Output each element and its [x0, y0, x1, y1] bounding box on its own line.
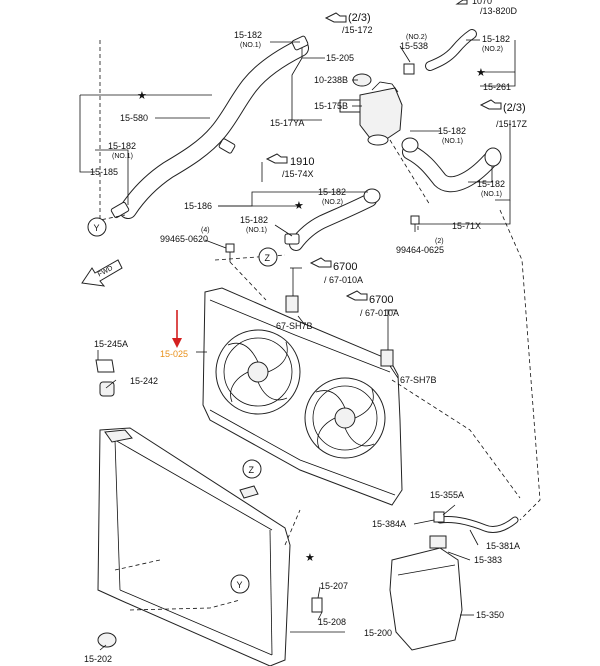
radiator	[97, 427, 291, 666]
lower-middle-hose	[284, 188, 381, 251]
label-15-202: 15-202	[84, 654, 112, 664]
mount-bushing-upper	[99, 381, 115, 397]
upper-radiator-hose	[119, 39, 309, 219]
label-15-207: 15-207	[320, 581, 348, 591]
label-ref-13-820d: /13-820D	[480, 6, 518, 16]
label-ref-2-3: (2/3)	[503, 102, 526, 114]
label-10-238b: 10-238B	[314, 75, 348, 85]
label-ref-6700: 6700	[369, 294, 393, 306]
label-15-182: 15-182	[482, 34, 510, 44]
leader-lines	[79, 39, 516, 651]
reference-pointer-icon	[265, 153, 288, 164]
label-67-sh7b: 67-SH7B	[276, 321, 313, 331]
label-15-185: 15-185	[90, 167, 118, 177]
label-15-175b: 15-175B	[314, 101, 348, 111]
reference-pointer-icon	[455, 0, 468, 5]
location-marker-z: Z	[242, 459, 262, 479]
label-no2: (NO.2)	[406, 34, 427, 41]
location-marker-y: Y	[87, 217, 107, 237]
bracket-15-245a	[95, 359, 115, 373]
location-marker-y: Y	[230, 574, 250, 594]
label-15-186: 15-186	[184, 201, 212, 211]
bolt-99464	[410, 215, 420, 232]
part-labels: 15-182 (NO.1) (2/3) /15-172 15-205 (NO.2…	[84, 0, 528, 664]
label-15-350: 15-350	[476, 610, 504, 620]
label-67-sh7b: 67-SH7B	[400, 375, 437, 385]
coolant-reservoir	[389, 535, 463, 651]
label-15-381a: 15-381A	[486, 541, 520, 551]
label-qty2: (2)	[435, 238, 444, 245]
svg-text:★: ★	[137, 90, 147, 102]
label-15-71x: 15-71X	[452, 221, 481, 231]
reference-pointer-icon	[324, 12, 347, 23]
label-15-182: 15-182	[240, 215, 268, 225]
label-no2: (NO.2)	[482, 46, 503, 53]
label-ref-6700: 6700	[333, 261, 357, 273]
label-99464-0625: 99464-0625	[396, 245, 444, 255]
svg-text:★: ★	[294, 200, 304, 212]
svg-text:★: ★	[476, 67, 486, 79]
label-15-182: 15-182	[318, 187, 346, 197]
mount-bushing-lower	[97, 632, 117, 648]
label-15-384a: 15-384A	[372, 519, 406, 529]
label-15-182: 15-182	[108, 141, 136, 151]
label-15-383: 15-383	[474, 555, 502, 565]
label-no1: (NO.1)	[481, 191, 502, 198]
label-no2: (NO.2)	[322, 199, 343, 206]
reference-pointer-icon	[479, 99, 502, 110]
svg-text:★: ★	[305, 552, 315, 564]
label-15-242: 15-242	[130, 376, 158, 386]
label-no1: (NO.1)	[112, 153, 133, 160]
label-no1: (NO.1)	[240, 42, 261, 49]
reference-pointer-icon	[345, 290, 368, 301]
highlight-arrow	[172, 310, 182, 348]
fan-relay-b	[380, 349, 394, 367]
label-ref-1070: 1070	[472, 0, 492, 6]
overflow-hose	[433, 511, 519, 534]
svg-text:Y: Y	[237, 580, 243, 590]
label-ref-15-172: /15-172	[342, 25, 373, 35]
label-15-200: 15-200	[364, 628, 392, 638]
drain-plug	[311, 597, 323, 613]
label-15-355a: 15-355A	[430, 490, 464, 500]
label-15-17ya: 15-17YA	[270, 118, 304, 128]
star-markers: ★ ★ ★ ★	[137, 67, 486, 564]
svg-text:Z: Z	[249, 465, 255, 475]
label-15-580: 15-580	[120, 113, 148, 123]
label-99465-0620: 99465-0620	[160, 234, 208, 244]
svg-text:Y: Y	[94, 223, 100, 233]
label-no1: (NO.1)	[246, 227, 267, 234]
location-marker-z: Z	[258, 247, 278, 267]
label-15-025: 15-025	[160, 349, 188, 359]
label-15-245a: 15-245A	[94, 339, 128, 349]
hose-clamp	[291, 35, 309, 51]
label-ref-15-74x: /15-74X	[282, 169, 314, 179]
fan-relay-a	[285, 295, 299, 313]
label-15-205: 15-205	[326, 53, 354, 63]
hose-clamp	[110, 201, 130, 219]
label-no1: (NO.1)	[442, 138, 463, 145]
label-15-182: 15-182	[234, 30, 262, 40]
label-ref-15-17z: /15-17Z	[496, 119, 528, 129]
label-15-261: 15-261	[483, 82, 511, 92]
small-hose	[403, 29, 477, 75]
hose-clamp	[218, 138, 236, 154]
label-15-182: 15-182	[477, 179, 505, 189]
label-ref-67-010a: / 67-010A	[324, 275, 363, 285]
label-qty4: (4)	[201, 227, 210, 234]
label-ref-67-010a: / 67-010A	[360, 308, 399, 318]
label-ref-2-3: (2/3)	[348, 12, 371, 24]
label-15-538: 15-538	[400, 41, 428, 51]
label-15-182: 15-182	[438, 126, 466, 136]
label-ref-1910: 1910	[290, 156, 314, 168]
forward-direction-icon: FWD	[81, 259, 123, 287]
label-15-208: 15-208	[318, 617, 346, 627]
lower-right-hose	[401, 137, 502, 193]
thermostat-housing	[339, 81, 403, 146]
cooling-fan-shroud	[202, 287, 403, 506]
reference-pointer-icon	[309, 257, 332, 268]
svg-text:Z: Z	[265, 253, 271, 263]
